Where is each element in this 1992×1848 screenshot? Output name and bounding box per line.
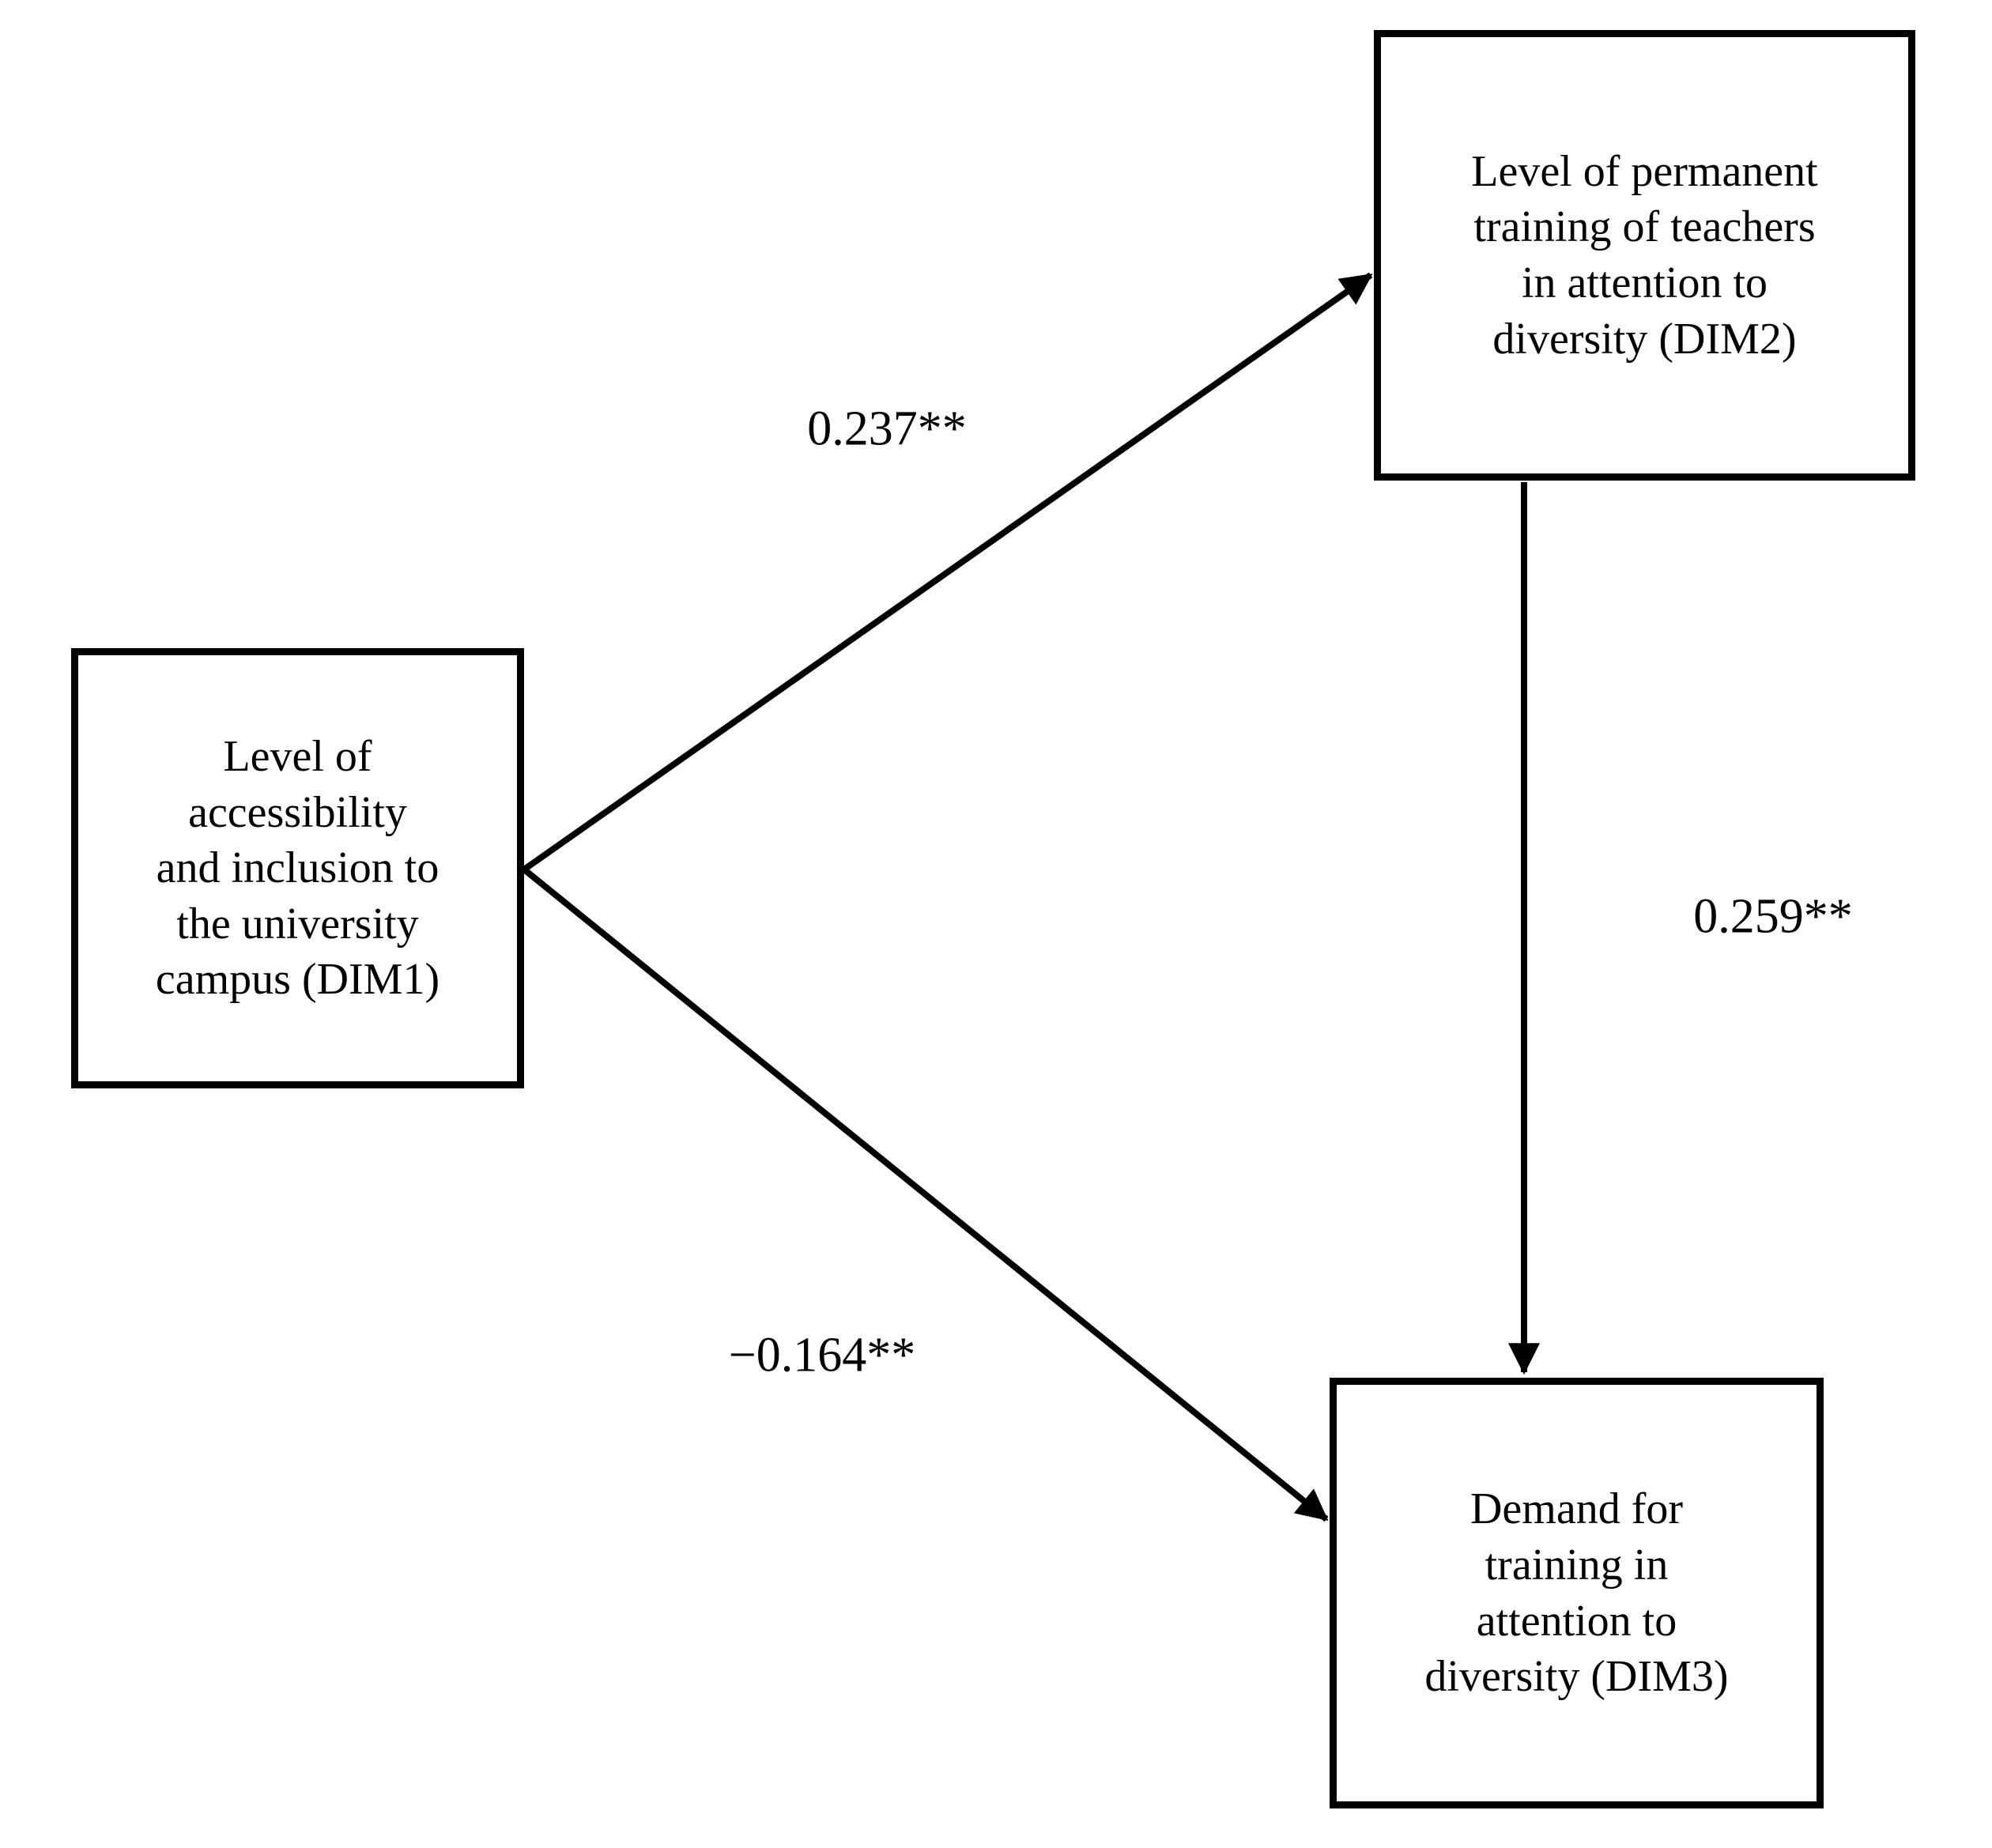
node-dim2: Level of permanent training of teachers … — [1374, 30, 1915, 481]
edge-dim1-to-dim3-coefficient: −0.164** — [728, 1328, 916, 1382]
edge-dim2-to-dim3-coefficient: 0.259** — [1693, 889, 1853, 944]
node-dim1-label: Level of accessibility and inclusion to … — [155, 732, 440, 1005]
edge-dim1-to-dim2-arrow — [522, 272, 1373, 873]
node-dim2-label: Level of permanent training of teachers … — [1471, 146, 1818, 364]
edge-dim1-to-dim2-coefficient: 0.237** — [807, 402, 967, 456]
node-dim3: Demand for training in attention to dive… — [1330, 1378, 1824, 1808]
node-dim1: Level of accessibility and inclusion to … — [71, 648, 524, 1088]
node-dim3-label: Demand for training in attention to dive… — [1424, 1484, 1729, 1702]
edge-dim1-to-dim3-arrow — [522, 866, 1329, 1522]
